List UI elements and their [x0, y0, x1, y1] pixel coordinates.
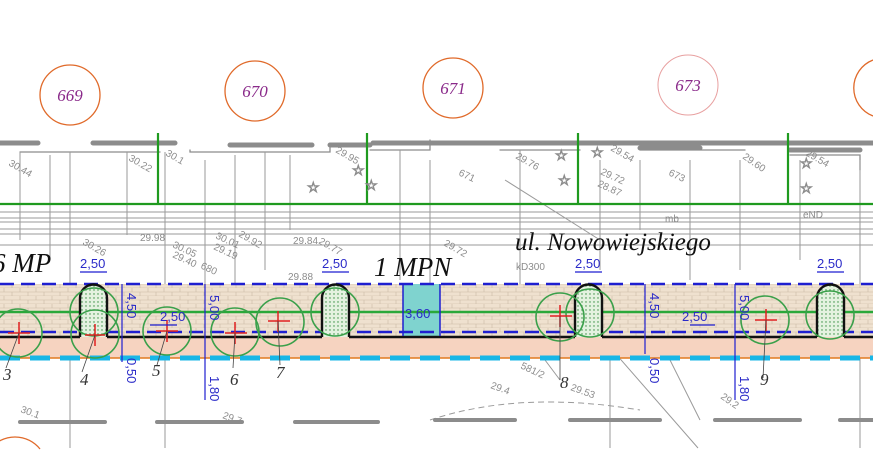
tree-number: 3	[2, 365, 12, 384]
height-label: 30.22	[127, 153, 155, 175]
sidewalk	[0, 282, 873, 361]
height-label: 29.88	[288, 272, 313, 283]
existing-tree-symbols: ☆ ☆ ☆ ☆ ☆ ☆ ☆ ☆	[307, 144, 814, 197]
parcel-671: 671	[440, 79, 466, 98]
building-walls	[0, 139, 873, 171]
height-label: 29.60	[740, 151, 767, 175]
bay-width-dim: 2,50	[575, 256, 600, 271]
svg-text:☆: ☆	[558, 172, 571, 188]
sidewalk-dim: 4,50	[124, 293, 139, 318]
height-label: 30.1	[19, 404, 41, 421]
height-label: 29.76	[514, 151, 542, 173]
parcel-670: 670	[242, 82, 268, 101]
height-label: 29.92	[237, 229, 265, 251]
height-label: 29.7	[221, 410, 243, 427]
height-label: 29.77	[317, 236, 345, 258]
bike-dim: 1,80	[207, 376, 222, 401]
tree-number: 7	[276, 363, 286, 382]
tree-number: 9	[760, 370, 769, 389]
height-label: 29.98	[140, 233, 165, 244]
curb-dim: 0,50	[124, 358, 139, 383]
map-annotation: mb	[665, 214, 679, 225]
map-annotation: 673	[667, 168, 687, 185]
sidewalk-dim: 5,00	[737, 295, 752, 320]
street-name: ul. Nowowiejskiego	[515, 229, 711, 256]
property-line	[0, 133, 873, 206]
svg-text:☆: ☆	[365, 177, 378, 193]
disabled-spot-dim: 3,60	[405, 306, 430, 321]
map-annotation: 581/2	[519, 361, 547, 382]
tree-number: 5	[152, 361, 161, 380]
height-label: 29.53	[569, 382, 597, 401]
parcel-669: 669	[57, 86, 83, 105]
parcel-673: 673	[675, 76, 701, 95]
map-annotation: kD300	[516, 262, 545, 273]
bay-width-dim: 2,50	[160, 309, 185, 324]
map-annotation: eND	[803, 210, 823, 221]
map-annotation: 671	[457, 168, 477, 185]
bay-width-dim: 2,50	[80, 256, 105, 271]
height-label: 29.54	[609, 143, 637, 165]
map-annotation: 680	[199, 261, 219, 278]
bay-width-dim: 2,50	[817, 256, 842, 271]
height-label: 29.95	[334, 145, 362, 167]
parking-label-6mp: 6 MP	[0, 248, 51, 278]
sidewalk-dim: 4,50	[647, 293, 662, 318]
parking-label-1mpn: 1 MPN	[374, 252, 453, 282]
height-label: 29.4	[489, 380, 511, 397]
svg-text:☆: ☆	[800, 180, 813, 196]
tree-number: 6	[230, 370, 239, 389]
dimensions: 2,50 2,50 2,50 2,50 2,50 2,50 3,60 4,50 …	[80, 256, 844, 401]
parcel-markers: 669 670 671 673	[0, 54, 873, 450]
curb-dim: 0,50	[647, 358, 662, 383]
svg-text:☆: ☆	[307, 179, 320, 195]
tree-number: 4	[80, 370, 89, 389]
height-label: 30.1	[164, 148, 187, 167]
bay-width-dim: 2,50	[682, 309, 707, 324]
bay-width-dim: 2,50	[322, 256, 347, 271]
trees	[0, 287, 855, 380]
tree-numbers: 3 4 5 6 7 8 9	[2, 361, 769, 392]
svg-text:☆: ☆	[352, 162, 365, 178]
svg-text:☆: ☆	[591, 144, 604, 160]
height-label: 29.84	[293, 236, 318, 247]
tree-number: 8	[560, 373, 569, 392]
bike-dim: 1,80	[737, 376, 752, 401]
svg-text:☆: ☆	[800, 155, 813, 171]
svg-text:☆: ☆	[555, 147, 568, 163]
road-edge-marks	[18, 418, 873, 424]
sidewalk-dim: 5,00	[207, 295, 222, 320]
disabled-parking-spot	[403, 284, 440, 336]
